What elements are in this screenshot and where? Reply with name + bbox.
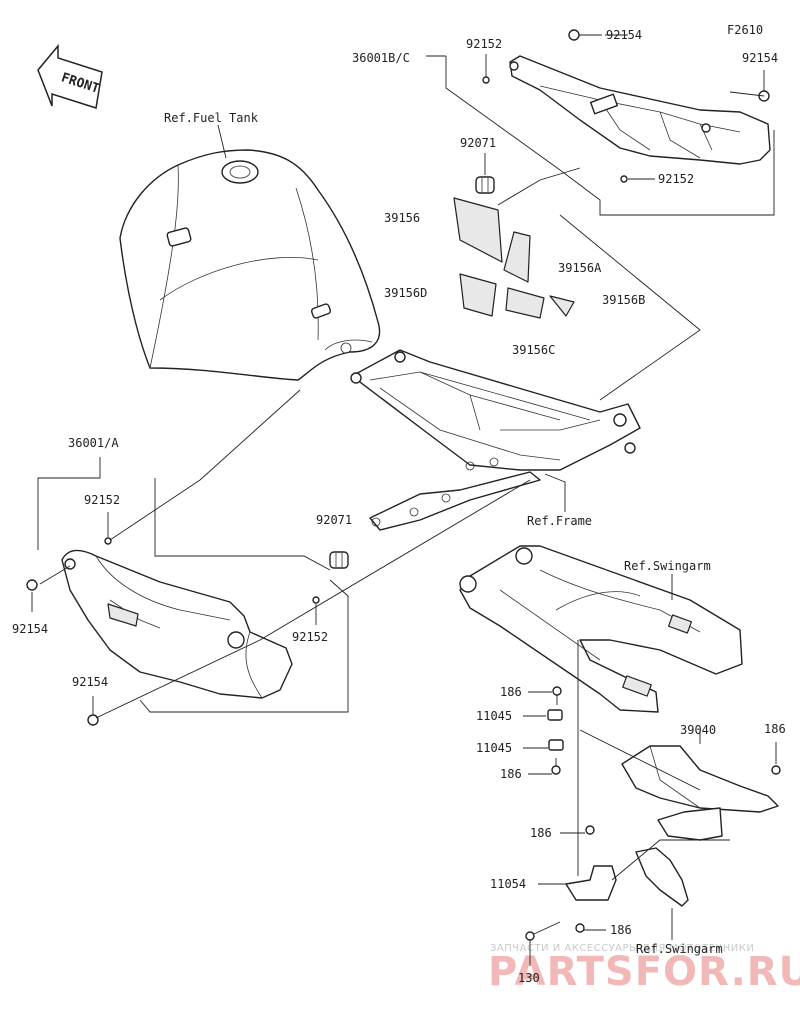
label-39156c: 39156C: [512, 343, 555, 357]
label-186-b: 186: [500, 767, 522, 781]
bolt-92154-top-icon: [568, 29, 602, 41]
label-39156a: 39156A: [558, 261, 602, 275]
label-39156: 39156: [384, 211, 420, 225]
label-92071-b: 92071: [316, 513, 352, 527]
watermark-tagline: ЗАПЧАСТИ И АКСЕССУАРЫ ДЛЯ МОТОТЕХНИКИ: [490, 943, 754, 954]
side-cover-36001a: [61, 549, 293, 699]
decal-39156: [453, 197, 503, 263]
bolt-92154-left-icon: [26, 579, 38, 591]
ref-fuel-tank-label: Ref.Fuel Tank: [164, 111, 259, 125]
decal-39156c: [505, 287, 545, 319]
front-arrow-icon: FRONT: [37, 43, 103, 109]
swingarm: [459, 545, 743, 713]
label-92071-a: 92071: [460, 136, 496, 150]
guard-lower: [635, 847, 689, 907]
grommet-92071-mid-icon: [329, 551, 349, 569]
label-92152-a: 92152: [466, 37, 502, 51]
ref-frame-label: Ref.Frame: [527, 514, 592, 528]
label-92152-d: 92152: [292, 630, 328, 644]
bolt-130-icon: [525, 921, 561, 941]
washer-92152-top-icon: [482, 76, 490, 84]
label-39156b: 39156B: [602, 293, 645, 307]
clip-11045-b-icon: [548, 739, 564, 751]
watermark-logo: PARTSFOR.RU: [488, 949, 800, 995]
washer-92152-right-icon: [620, 175, 628, 183]
decal-39156b: [549, 295, 575, 317]
ref-swingarm-bottom-label: Ref.Swingarm: [636, 942, 723, 956]
decal-39156a: [503, 231, 531, 283]
bracket-11054: [565, 865, 617, 901]
label-39156d: 39156D: [384, 286, 427, 300]
washer-92152-mid-icon: [312, 596, 320, 604]
label-39040: 39040: [680, 723, 716, 737]
bolt-186-a-icon: [552, 686, 562, 705]
fuel-tank: [119, 149, 381, 381]
label-92152-c: 92152: [84, 493, 120, 507]
label-11045-a: 11045: [476, 709, 512, 723]
bolt-186-d-icon: [585, 825, 595, 835]
label-186-e: 186: [610, 923, 632, 937]
label-186-d: 186: [530, 826, 552, 840]
grommet-92071-top-icon: [475, 176, 495, 194]
label-186-c: 186: [764, 722, 786, 736]
chain-cover-39040: [621, 745, 779, 841]
label-92154-b: 92154: [742, 51, 778, 65]
ref-swingarm-top-label: Ref.Swingarm: [624, 559, 711, 573]
label-11045-b: 11045: [476, 741, 512, 755]
label-92152-b: 92152: [658, 172, 694, 186]
label-92154-d: 92154: [72, 675, 108, 689]
label-92154-c: 92154: [12, 622, 48, 636]
tail-cowl-36001bc: [509, 55, 771, 165]
label-130: 130: [518, 971, 540, 985]
label-186-a: 186: [500, 685, 522, 699]
bolt-92154-right-icon: [758, 70, 770, 102]
washer-92152-left-icon: [104, 537, 112, 545]
label-11054: 11054: [490, 877, 526, 891]
clip-11045-a-icon: [547, 709, 563, 721]
figure-code: F2610: [727, 23, 763, 37]
label-36001a: 36001/A: [68, 436, 119, 450]
label-36001bc: 36001B/C: [352, 51, 410, 65]
bolt-186-e-icon: [575, 923, 585, 933]
label-92154-a: 92154: [606, 28, 642, 42]
frame: [350, 349, 641, 531]
decal-39156d: [459, 273, 497, 317]
bolt-186-c-icon: [771, 765, 781, 775]
bolt-92154-bottom-icon: [87, 714, 99, 726]
bolt-186-b-icon: [551, 758, 561, 775]
